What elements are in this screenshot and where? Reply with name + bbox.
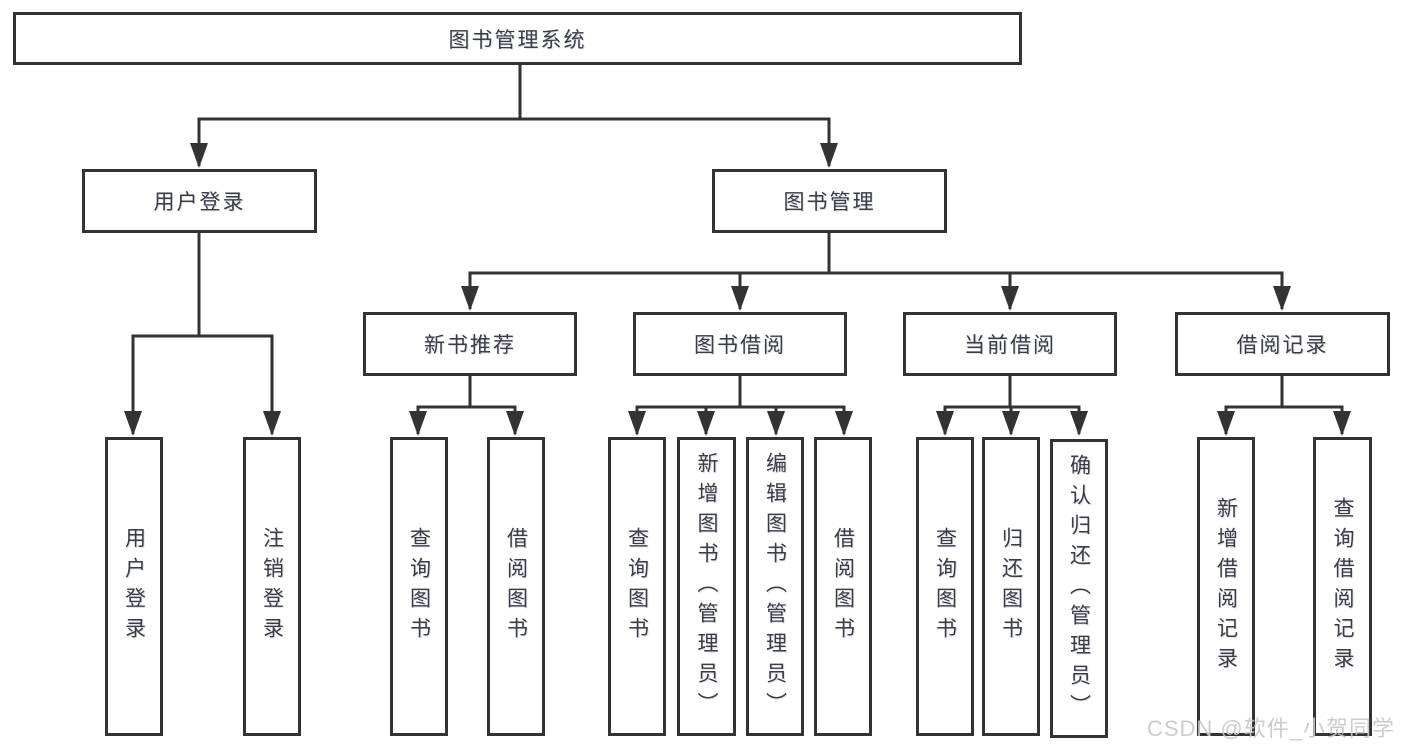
arrow-down-icon	[1001, 286, 1019, 311]
leaf-logout: 注销登录	[243, 437, 301, 736]
node-current-borrowing: 当前借阅	[903, 312, 1117, 376]
connector-root	[190, 65, 838, 168]
arrow-down-icon	[263, 411, 281, 436]
arrow-down-icon	[1217, 411, 1235, 436]
leaf-query-books-recommend: 查询图书	[390, 437, 448, 736]
leaf-query-borrow-record: 查询借阅记录	[1313, 437, 1372, 736]
node-book-borrowing: 图书借阅	[633, 312, 847, 376]
leaf-return-books: 归还图书	[982, 437, 1040, 736]
arrow-down-icon	[628, 411, 646, 436]
arrow-down-icon	[506, 411, 524, 436]
leaf-add-book-admin: 新增图书（管理员）	[677, 437, 736, 736]
node-book-management: 图书管理	[712, 169, 947, 233]
leaf-borrow-books: 借阅图书	[814, 437, 872, 736]
connector-book-borrowing	[628, 376, 853, 436]
arrow-down-icon	[1333, 411, 1351, 436]
arrow-down-icon	[1070, 411, 1088, 436]
arrow-down-icon	[820, 143, 838, 168]
node-user-login: 用户登录	[82, 169, 317, 233]
arrow-down-icon	[124, 411, 142, 436]
leaf-query-books-current: 查询图书	[916, 437, 974, 736]
arrow-down-icon	[1002, 411, 1020, 436]
arrow-down-icon	[1273, 286, 1291, 311]
leaf-borrow-books-recommend: 借阅图书	[487, 437, 545, 736]
connector-new-book-recommend	[409, 376, 524, 436]
arrow-down-icon	[835, 411, 853, 436]
connector-book-management	[461, 233, 1291, 311]
leaf-add-borrow-record: 新增借阅记录	[1197, 437, 1255, 736]
leaf-confirm-return-admin: 确认归还（管理员）	[1050, 439, 1108, 738]
arrow-down-icon	[731, 286, 749, 311]
leaf-user-login: 用户登录	[105, 437, 163, 736]
leaf-query-books-borrowing: 查询图书	[608, 437, 666, 736]
connector-borrowing-records	[1217, 376, 1351, 436]
arrow-down-icon	[409, 411, 427, 436]
leaf-edit-book-admin: 编辑图书（管理员）	[746, 437, 804, 736]
connector-user-login	[124, 233, 281, 436]
node-root: 图书管理系统	[13, 12, 1022, 65]
arrow-down-icon	[936, 411, 954, 436]
connector-current-borrowing	[936, 376, 1088, 436]
arrow-down-icon	[190, 143, 208, 168]
node-borrowing-records: 借阅记录	[1175, 312, 1390, 376]
arrow-down-icon	[697, 411, 715, 436]
csdn-watermark: CSDN @软件_小贺同学	[1146, 716, 1395, 741]
arrow-down-icon	[767, 411, 785, 436]
arrow-down-icon	[461, 286, 479, 311]
node-new-book-recommend: 新书推荐	[363, 312, 577, 376]
